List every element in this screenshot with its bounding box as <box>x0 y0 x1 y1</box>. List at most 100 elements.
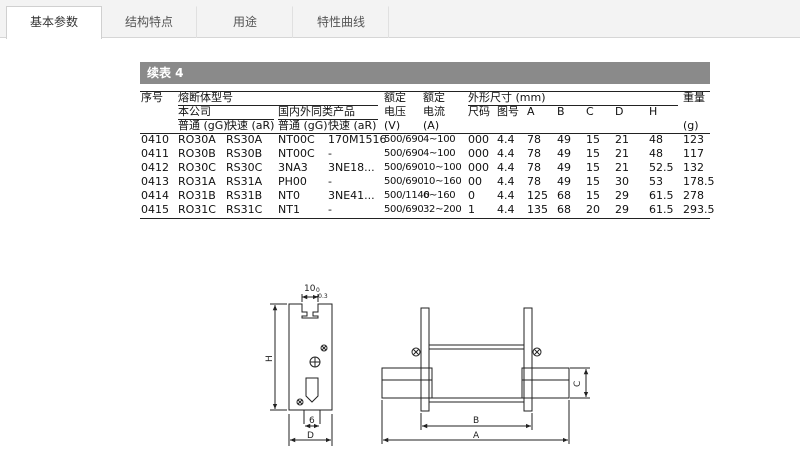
cell-a: 32~200 <box>423 204 462 215</box>
header-size: 尺码 <box>468 105 490 118</box>
our-company-underline <box>178 119 274 120</box>
cell-c: 15 <box>586 175 600 188</box>
cell-a: 78 <box>527 161 541 174</box>
cell-v: 500/1140 <box>384 190 430 201</box>
header-current: 额定 <box>423 91 445 104</box>
dim-D-label: D <box>307 431 314 441</box>
cell-h: 48 <box>649 147 663 160</box>
cell-ar: RS31C <box>226 203 263 216</box>
cell-b: 49 <box>557 147 571 160</box>
cell-ar: RS30C <box>226 161 263 174</box>
cell-dar: 3NE18... <box>328 161 375 174</box>
cell-a: 4~100 <box>423 134 456 145</box>
cell-ar: RS31B <box>226 189 263 202</box>
dim-10-label: 10 <box>304 284 316 294</box>
tab-basic-params[interactable]: 基本参数 <box>6 6 102 39</box>
cell-dgg: NT0 <box>278 189 300 202</box>
cell-fig: 4.4 <box>497 175 515 188</box>
cell-gg: RO31A <box>178 175 216 188</box>
cell-a: 6~160 <box>423 190 456 201</box>
cell-seq: 0415 <box>141 203 169 216</box>
dim-B-label: B <box>473 416 479 426</box>
cell-b: 49 <box>557 175 571 188</box>
table-top-rule <box>140 91 710 92</box>
dim-C-label: C <box>573 381 583 387</box>
cell-a: 125 <box>527 189 548 202</box>
cell-seq: 0414 <box>141 189 169 202</box>
cell-a: 135 <box>527 203 548 216</box>
cell-dgg: 3NA3 <box>278 161 308 174</box>
cell-c: 20 <box>586 203 600 216</box>
cell-a: 10~160 <box>423 176 462 187</box>
header-voltage: 额定 <box>384 91 406 104</box>
header-ar-2: 快速 (aR) <box>328 119 377 132</box>
dim-A-label: A <box>473 431 480 441</box>
cell-fig: 4.4 <box>497 161 515 174</box>
cell-seq: 0413 <box>141 175 169 188</box>
table-header-rule <box>140 133 710 134</box>
cell-size: 000 <box>468 147 489 160</box>
table-header-row-1: 序号 熔断体型号 额定 额定 外形尺寸 (mm) 重量 <box>140 91 712 105</box>
cell-gg: RO30B <box>178 147 216 160</box>
cell-dar: 3NE41... <box>328 189 375 202</box>
cell-d: 21 <box>615 161 629 174</box>
cell-d: 29 <box>615 203 629 216</box>
cell-c: 15 <box>586 189 600 202</box>
header-A: A <box>527 105 535 118</box>
cell-a: 78 <box>527 133 541 146</box>
dim-10-tol-up: 0 <box>316 287 320 294</box>
header-D: D <box>615 105 624 118</box>
tab-usage[interactable]: 用途 <box>197 6 293 38</box>
header-ar-1: 快速 (aR) <box>226 119 275 132</box>
cell-v: 500/690 <box>384 162 424 173</box>
cell-b: 68 <box>557 189 571 202</box>
cell-size: 1 <box>468 203 475 216</box>
cell-ar: RS31A <box>226 175 263 188</box>
cell-size: 00 <box>468 175 482 188</box>
header-gg-2: 普通 (gG) <box>278 119 328 132</box>
cell-dgg: NT00C <box>278 147 315 160</box>
front-view <box>381 307 590 444</box>
header-our-company: 本公司 <box>178 105 211 118</box>
dim-10-tol: -0.3 <box>316 293 328 300</box>
cell-b: 68 <box>557 203 571 216</box>
cell-gg: RO30C <box>178 161 216 174</box>
header-dims: 外形尺寸 (mm) <box>468 91 546 104</box>
cell-h: 61.5 <box>649 189 674 202</box>
cell-w: 123 <box>683 133 704 146</box>
cell-dar: - <box>328 147 332 160</box>
cell-ar: RS30B <box>226 147 263 160</box>
header-current-2: 电流 <box>423 105 445 118</box>
cell-fig: 4.4 <box>497 203 515 216</box>
cell-b: 49 <box>557 133 571 146</box>
cell-gg: RO31C <box>178 203 216 216</box>
cell-a: 78 <box>527 175 541 188</box>
table-bottom-rule <box>140 218 710 219</box>
cell-a: 10~100 <box>423 162 462 173</box>
cell-dar: 170M1516 <box>328 133 387 146</box>
cell-size: 000 <box>468 133 489 146</box>
cell-c: 15 <box>586 133 600 146</box>
cell-v: 500/690 <box>384 148 424 159</box>
cell-c: 15 <box>586 147 600 160</box>
header-B: B <box>557 105 565 118</box>
cell-v: 500/690 <box>384 204 424 215</box>
cell-seq: 0412 <box>141 161 169 174</box>
cell-w: 178.5 <box>683 175 715 188</box>
cell-fig: 4.4 <box>497 189 515 202</box>
cell-c: 15 <box>586 161 600 174</box>
tab-structure[interactable]: 结构特点 <box>101 6 197 38</box>
dim-H-label: H <box>265 355 275 362</box>
cell-h: 53 <box>649 175 663 188</box>
tab-curves[interactable]: 特性曲线 <box>293 6 389 38</box>
domestic-underline <box>278 119 378 120</box>
cell-b: 49 <box>557 161 571 174</box>
tab-bar: 基本参数 结构特点 用途 特性曲线 <box>0 0 800 39</box>
header-voltage-2: 电压 <box>384 105 406 118</box>
header-figure: 图号 <box>497 105 519 118</box>
